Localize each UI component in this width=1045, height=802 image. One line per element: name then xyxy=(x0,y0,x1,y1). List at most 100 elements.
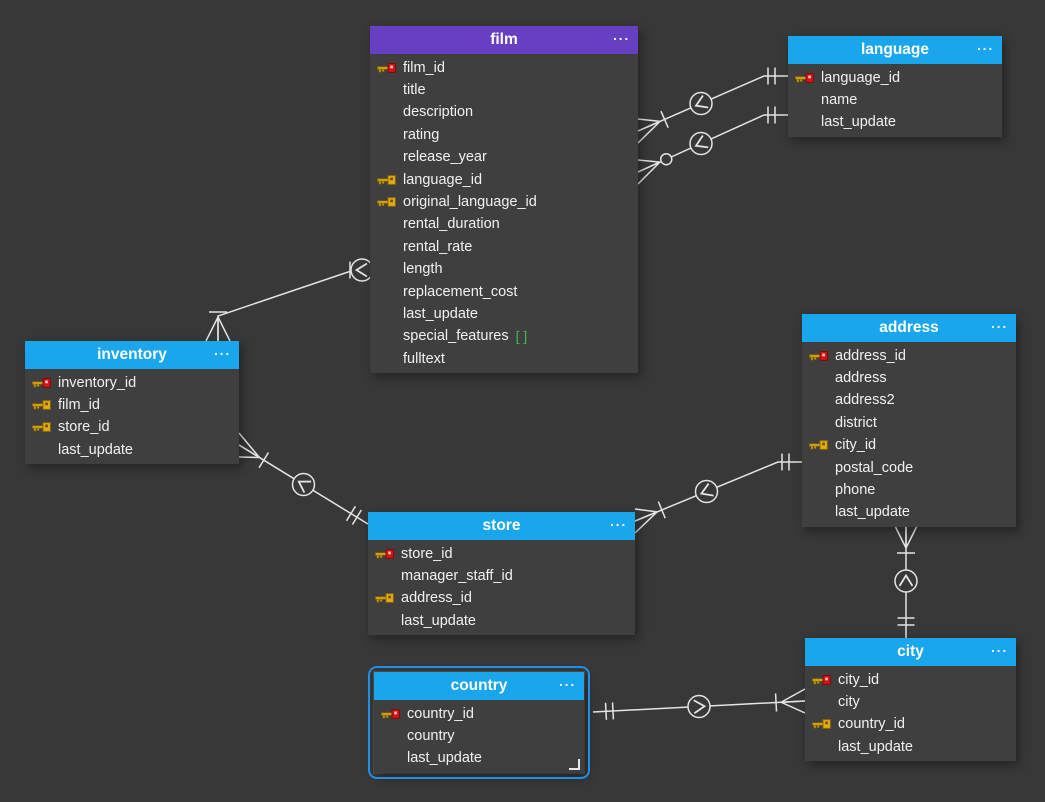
no-key-spacer xyxy=(377,330,397,342)
table-row[interactable]: store_id xyxy=(368,543,635,565)
table-title: city xyxy=(897,643,924,660)
table-row[interactable]: special_features[ ] xyxy=(370,325,638,347)
table-row[interactable]: rental_duration xyxy=(370,213,638,235)
table-header[interactable]: address ··· xyxy=(802,314,1016,342)
table-row[interactable]: store_id xyxy=(25,416,239,438)
table-row[interactable]: address_id xyxy=(368,587,635,609)
table-row[interactable]: country xyxy=(374,725,584,747)
table-row[interactable]: release_year xyxy=(370,146,638,168)
no-key-spacer xyxy=(381,730,401,742)
column-name: last_update xyxy=(821,114,896,131)
table-row[interactable]: country_id xyxy=(805,713,1016,735)
primary-key-icon xyxy=(32,377,52,389)
table-row[interactable]: description xyxy=(370,101,638,123)
table-header[interactable]: store ··· xyxy=(368,512,635,540)
resize-handle-icon[interactable] xyxy=(569,758,580,770)
no-key-spacer xyxy=(377,106,397,118)
table-row[interactable]: last_update xyxy=(788,111,1002,133)
table-row[interactable]: last_update xyxy=(374,747,584,769)
table-row[interactable]: name xyxy=(788,89,1002,111)
table-header[interactable]: inventory ··· xyxy=(25,341,239,369)
table-menu-icon[interactable]: ··· xyxy=(613,30,630,47)
relation-line[interactable] xyxy=(592,688,806,720)
table-header[interactable]: film ··· xyxy=(370,26,638,54)
table-row[interactable]: last_update xyxy=(25,439,239,461)
table-row[interactable]: film_id xyxy=(370,57,638,79)
no-key-spacer xyxy=(812,741,832,753)
column-name: store_id xyxy=(58,419,110,436)
no-key-spacer xyxy=(377,129,397,141)
table-row[interactable]: title xyxy=(370,79,638,101)
relation-line[interactable] xyxy=(637,106,788,185)
no-key-spacer xyxy=(377,308,397,320)
table-title: language xyxy=(860,41,930,58)
column-name: last_update xyxy=(838,738,913,755)
table-row[interactable]: city_id xyxy=(805,669,1016,691)
table-row[interactable]: last_update xyxy=(370,303,638,325)
table-header[interactable]: city ··· xyxy=(805,638,1016,666)
column-name: address2 xyxy=(835,392,895,409)
table-row[interactable]: rental_rate xyxy=(370,236,638,258)
table-row[interactable]: last_update xyxy=(802,501,1016,523)
table-row[interactable]: city_id xyxy=(802,434,1016,456)
relation-direction-icon xyxy=(689,91,713,116)
relation-line[interactable] xyxy=(238,432,369,525)
column-name: rental_rate xyxy=(403,238,473,255)
column-name: country xyxy=(407,728,455,745)
table-row[interactable]: language_id xyxy=(788,67,1002,89)
table-row[interactable]: original_language_id xyxy=(370,191,638,213)
table-row[interactable]: rating xyxy=(370,124,638,146)
no-key-spacer xyxy=(809,394,829,406)
table-menu-icon[interactable]: ··· xyxy=(610,516,627,533)
table-menu-icon[interactable]: ··· xyxy=(559,676,576,693)
table-header[interactable]: language ··· xyxy=(788,36,1002,64)
table-menu-icon[interactable]: ··· xyxy=(991,318,1008,335)
relation-line[interactable] xyxy=(637,67,788,144)
table-row[interactable]: fulltext xyxy=(370,348,638,370)
table-menu-icon[interactable]: ··· xyxy=(214,345,231,362)
table-row[interactable]: city xyxy=(805,691,1016,713)
column-name: address_id xyxy=(835,347,906,364)
table-row[interactable]: country_id xyxy=(374,703,584,725)
column-name: film_id xyxy=(403,59,445,76)
table-row[interactable]: length xyxy=(370,258,638,280)
table-menu-icon[interactable]: ··· xyxy=(991,642,1008,659)
foreign-key-icon xyxy=(377,196,397,208)
column-name: phone xyxy=(835,482,876,499)
no-key-spacer xyxy=(809,417,829,429)
table-row[interactable]: last_update xyxy=(805,736,1016,758)
table-row[interactable]: address xyxy=(802,367,1016,389)
relation-line[interactable] xyxy=(205,258,374,342)
table-row[interactable]: address_id xyxy=(802,345,1016,367)
column-name: title xyxy=(403,82,426,99)
relation-line[interactable] xyxy=(893,523,919,638)
table-row[interactable]: last_update xyxy=(368,610,635,632)
table-row[interactable]: phone xyxy=(802,479,1016,501)
table-row[interactable]: language_id xyxy=(370,168,638,190)
table-menu-icon[interactable]: ··· xyxy=(977,40,994,57)
foreign-key-icon xyxy=(375,592,395,604)
table-row[interactable]: inventory_id xyxy=(25,372,239,394)
primary-key-icon xyxy=(795,72,815,84)
table-row[interactable]: manager_staff_id xyxy=(368,565,635,587)
table-row[interactable]: address2 xyxy=(802,389,1016,411)
relation-line[interactable] xyxy=(634,453,802,534)
column-name: rental_duration xyxy=(403,216,500,233)
table-row[interactable]: replacement_cost xyxy=(370,280,638,302)
table-header[interactable]: country ··· xyxy=(374,672,584,700)
array-type-badge: [ ] xyxy=(515,328,528,345)
table-row[interactable]: district xyxy=(802,412,1016,434)
table-row[interactable]: film_id xyxy=(25,394,239,416)
table-row[interactable]: postal_code xyxy=(802,456,1016,478)
